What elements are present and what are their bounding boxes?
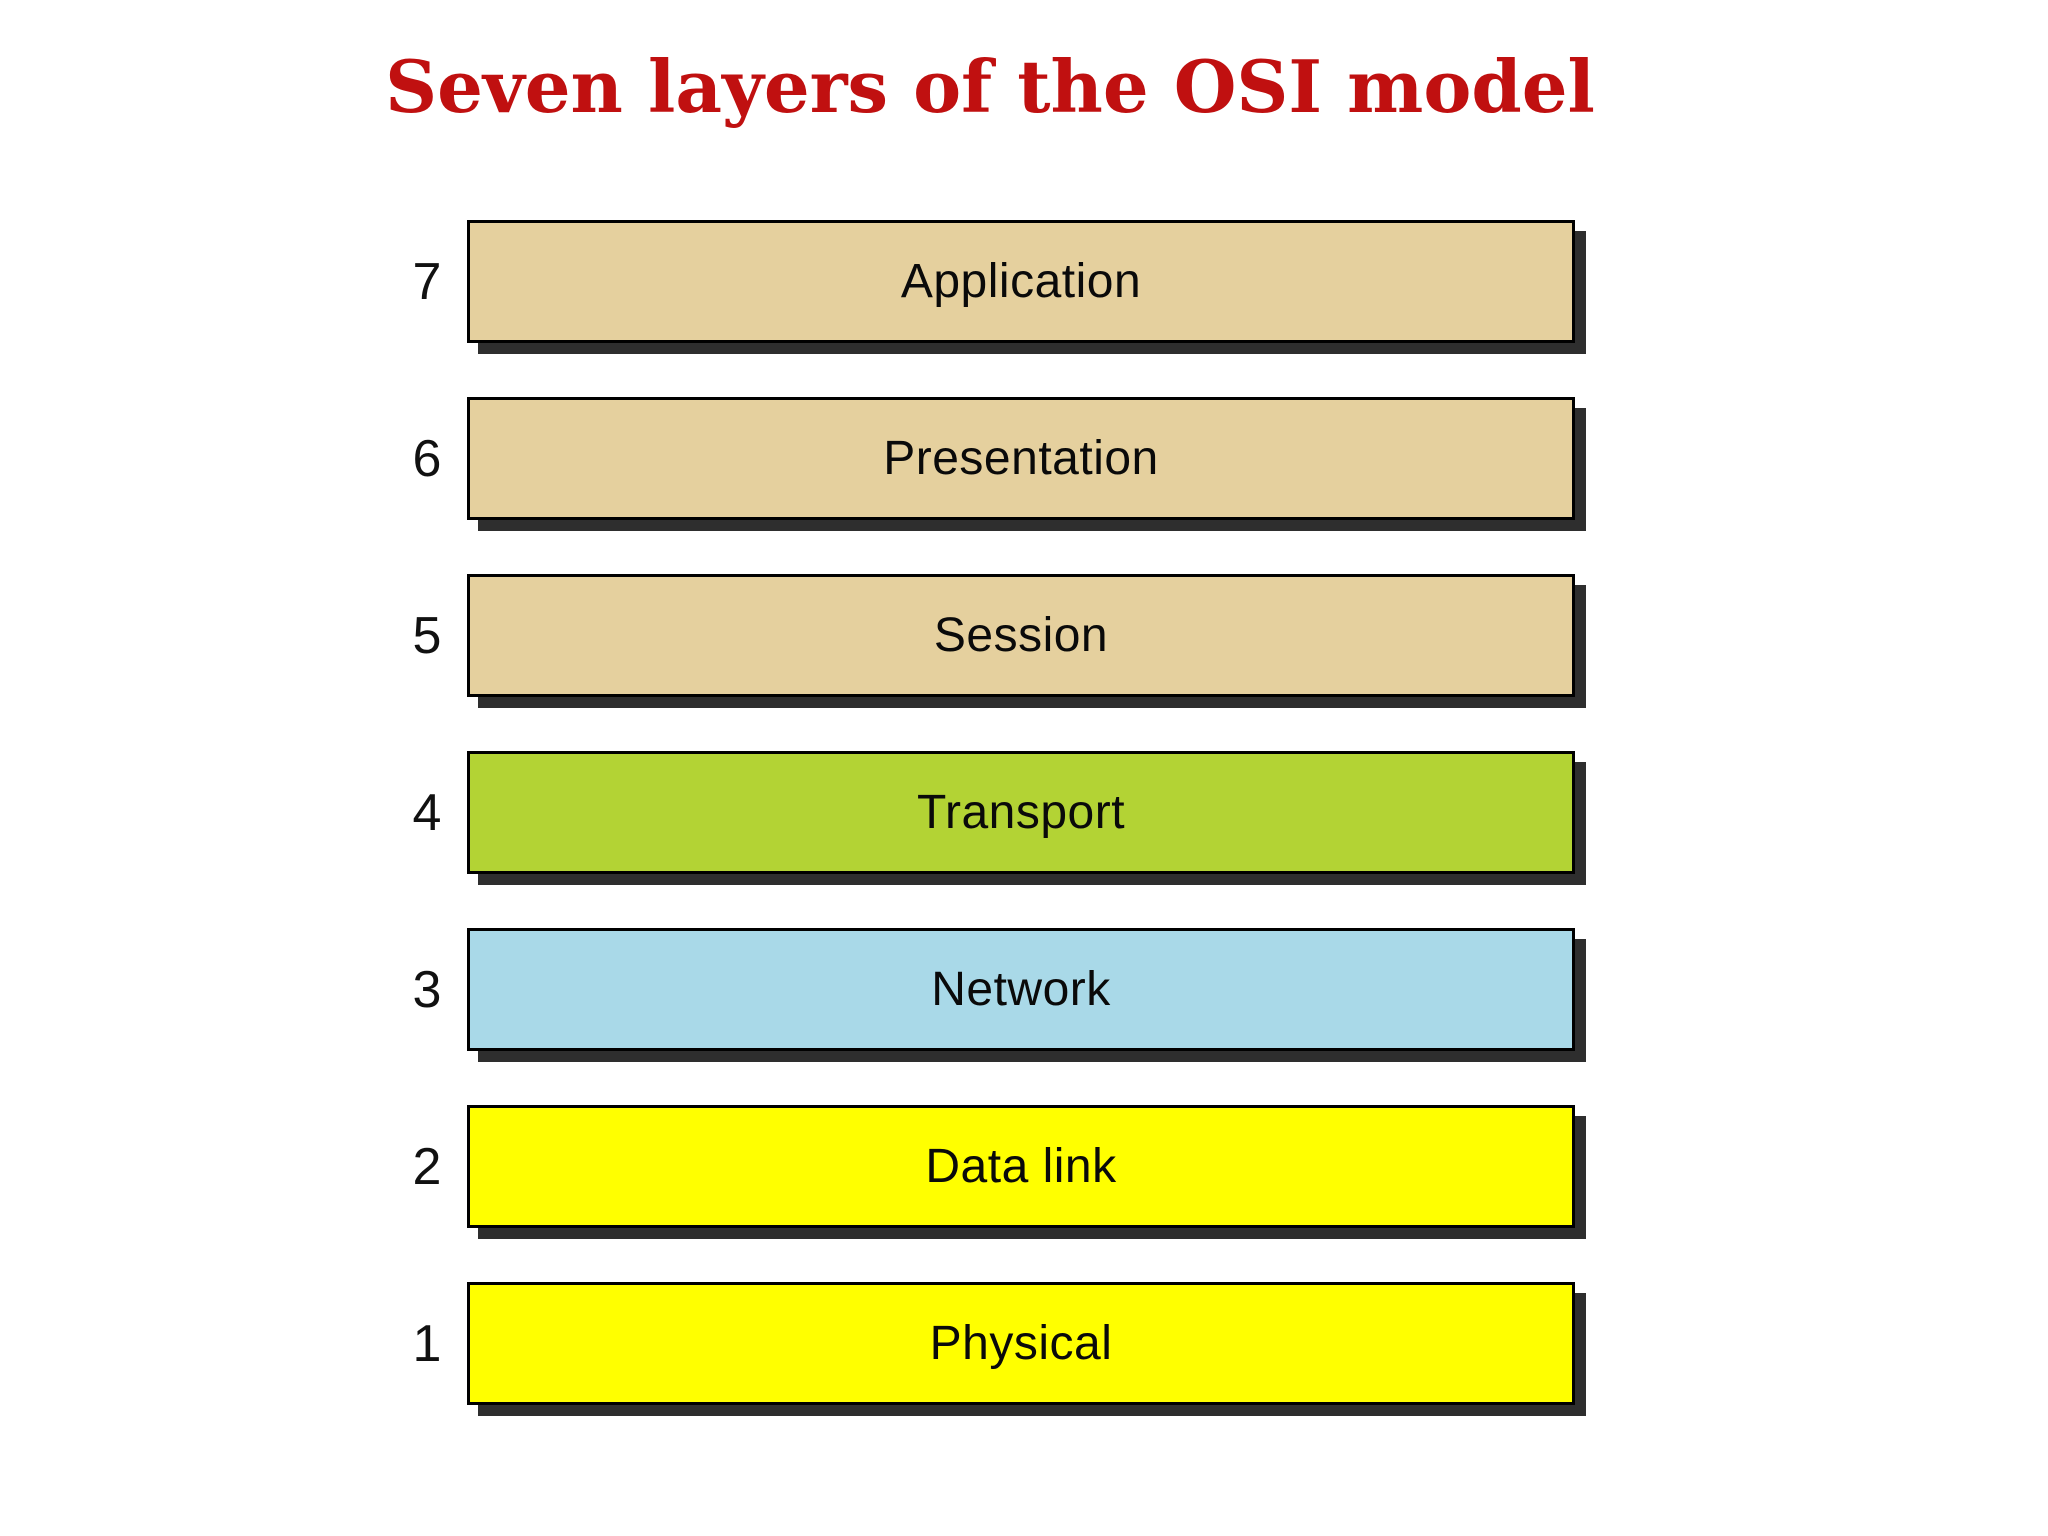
layer-number-2: 2 [412, 1137, 442, 1196]
layer-bar-presentation: Presentation [467, 397, 1575, 520]
layer-bar-data-link: Data link [467, 1105, 1575, 1228]
layer-bar-transport: Transport [467, 751, 1575, 874]
layer-bar-application: Application [467, 220, 1575, 343]
layer-label-application: Application [900, 255, 1142, 308]
layer-number-6: 6 [412, 429, 442, 488]
layer-label-physical: Physical [929, 1317, 1113, 1370]
layer-row-3: 3 Network [404, 928, 1575, 1051]
layer-label-network: Network [931, 963, 1111, 1016]
layer-number-7: 7 [412, 252, 442, 311]
layer-bar-session: Session [467, 574, 1575, 697]
layer-stack: 7 Application 6 Presentation 5 Session 4… [404, 220, 1575, 1459]
layer-number-3: 3 [412, 960, 442, 1019]
layer-row-4: 4 Transport [404, 751, 1575, 874]
layer-bar-network: Network [467, 928, 1575, 1051]
layer-row-7: 7 Application [404, 220, 1575, 343]
layer-label-presentation: Presentation [883, 432, 1159, 485]
layer-row-6: 6 Presentation [404, 397, 1575, 520]
layer-label-session: Session [933, 609, 1109, 662]
layer-label-data-link: Data link [925, 1140, 1117, 1193]
layer-row-1: 1 Physical [404, 1282, 1575, 1405]
layer-row-2: 2 Data link [404, 1105, 1575, 1228]
layer-number-5: 5 [412, 606, 442, 665]
layer-row-5: 5 Session [404, 574, 1575, 697]
layer-label-transport: Transport [916, 786, 1126, 839]
diagram-title: Seven layers of the OSI model [385, 44, 1595, 129]
layer-number-4: 4 [412, 783, 442, 842]
layer-number-1: 1 [412, 1314, 442, 1373]
layer-bar-physical: Physical [467, 1282, 1575, 1405]
